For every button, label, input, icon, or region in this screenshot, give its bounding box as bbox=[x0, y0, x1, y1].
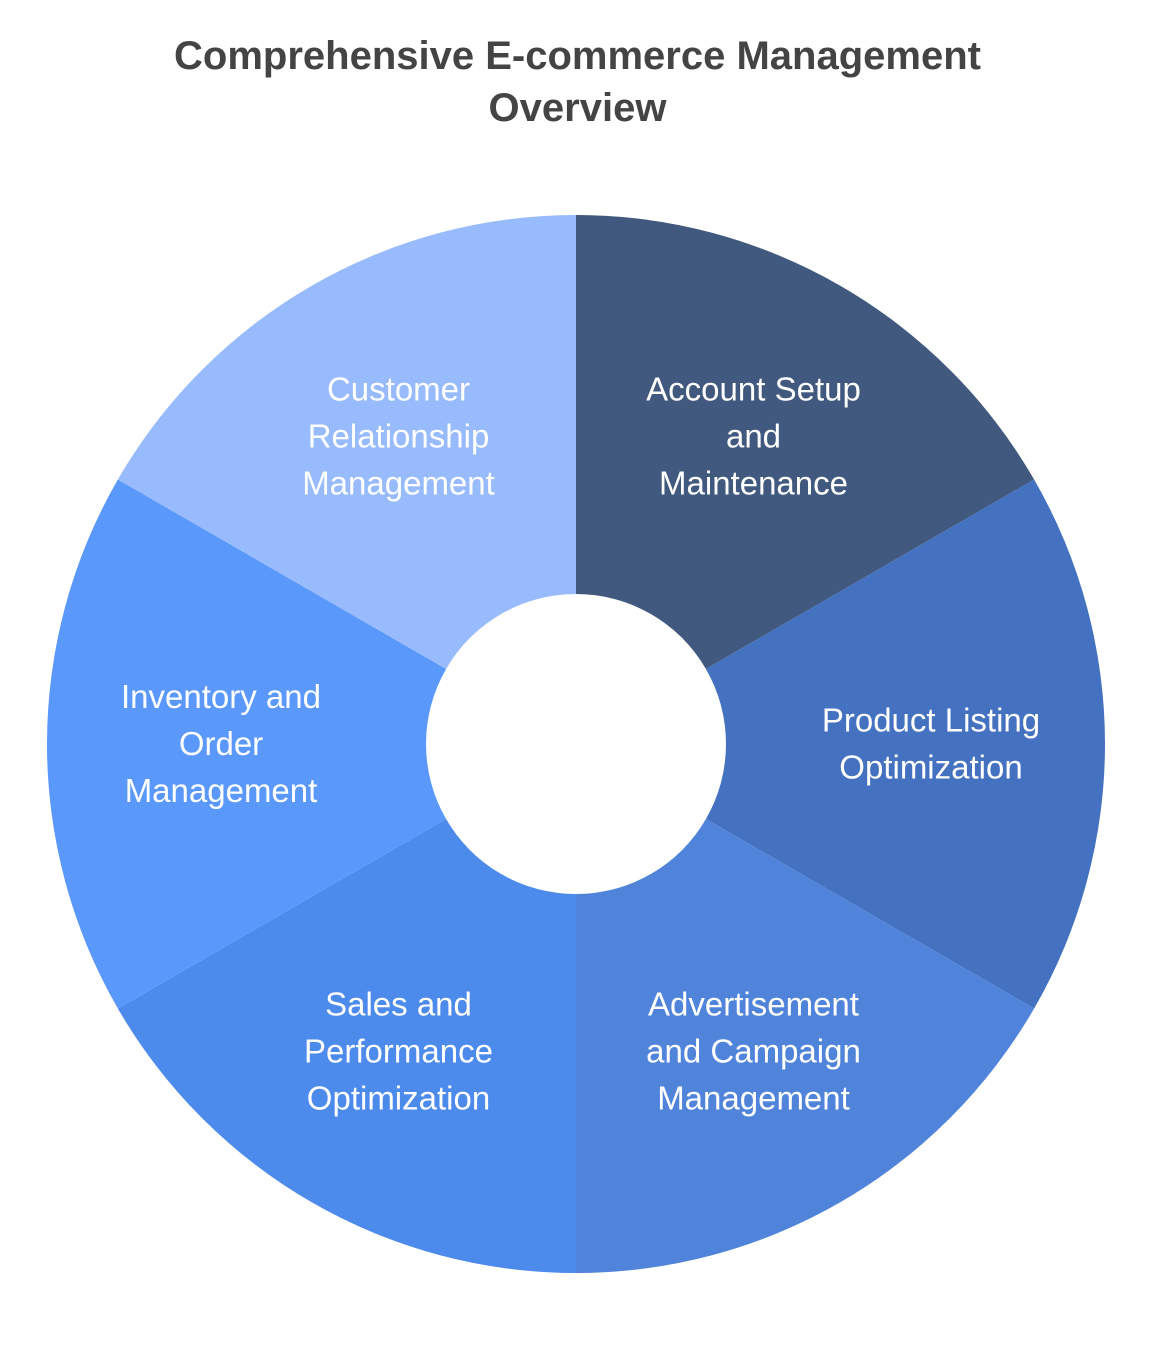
chart-title-line: Comprehensive E-commerce Management bbox=[174, 34, 981, 78]
slice-label-line: Optimization bbox=[307, 1079, 490, 1116]
slice-label-line: Management bbox=[125, 772, 318, 809]
slice-label-line: Customer bbox=[327, 371, 470, 408]
slice-product-listing-optimization[interactable] bbox=[705, 479, 1105, 1009]
slice-advertisement-and-campaign-management[interactable] bbox=[576, 819, 1035, 1273]
slice-label-line: Inventory and bbox=[121, 678, 321, 715]
slice-label-line: Product Listing bbox=[822, 702, 1040, 739]
slice-label-line: and bbox=[726, 418, 781, 455]
slice-label-line: Order bbox=[179, 725, 263, 762]
slice-label-line: Performance bbox=[304, 1032, 493, 1069]
slice-inventory-and-order-management[interactable] bbox=[47, 479, 447, 1009]
slice-customer-relationship-management[interactable] bbox=[117, 215, 576, 669]
slice-label-line: Sales and bbox=[325, 985, 472, 1022]
slice-label-line: and Campaign bbox=[646, 1032, 861, 1069]
slice-sales-and-performance-optimization[interactable] bbox=[117, 819, 576, 1273]
slice-label-line: Management bbox=[302, 465, 495, 502]
chart-title: Comprehensive E-commerce Management Over… bbox=[0, 30, 1155, 134]
slice-label-line: Optimization bbox=[839, 749, 1022, 786]
slice-label-line: Management bbox=[657, 1079, 850, 1116]
slice-label-line: Relationship bbox=[308, 418, 490, 455]
chart-title-line: Overview bbox=[488, 86, 667, 130]
slice-label-line: Account Setup bbox=[646, 371, 861, 408]
slice-label-line: Advertisement bbox=[648, 985, 859, 1022]
slice-account-setup-and-maintenance[interactable] bbox=[576, 215, 1035, 669]
slice-label-line: Maintenance bbox=[659, 465, 848, 502]
